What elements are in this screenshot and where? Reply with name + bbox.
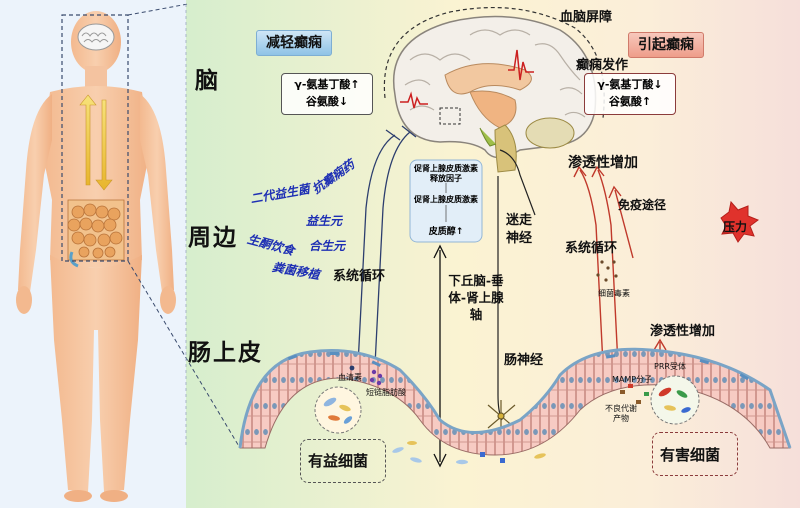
- good-bacteria-label: 有益细菌: [308, 452, 369, 470]
- gaba-down-text: γ-氨基丁酸↓: [597, 78, 663, 91]
- reduce-epilepsy-badge: 减轻癫痫: [256, 30, 332, 56]
- synbiotic-label: 合生元: [309, 239, 346, 253]
- bad-metabolites-label: 不良代谢产物: [605, 404, 637, 423]
- toxin-label: 细菌毒素: [598, 289, 630, 298]
- region-brain-label: 脑: [195, 68, 220, 94]
- hpa-box-bg: [409, 159, 483, 243]
- vagus-nerve-label: 迷走神经: [506, 213, 533, 246]
- scattered-microbes: [392, 441, 546, 465]
- scfa-molecules: [369, 369, 383, 386]
- prebiotic-label: 益生元: [306, 214, 343, 228]
- bbb-label: 血脑屏障: [560, 10, 613, 25]
- serotonin-dot: [349, 365, 355, 371]
- seizure-label: 癫痫发作: [576, 58, 629, 73]
- circulation-right-label: 系统循环: [565, 241, 618, 256]
- neurotransmitter-box-left: γ-氨基丁酸↑ 谷氨酸↓: [281, 73, 373, 115]
- cause-epilepsy-badge: 引起癫痫: [628, 32, 704, 58]
- neurotransmitter-box-right: γ-氨基丁酸↓ 谷氨酸↑: [584, 73, 676, 115]
- immune-pathway-label: 免疫途径: [618, 198, 667, 212]
- zoom-box-body: [61, 14, 129, 262]
- stress-label: 压力: [723, 220, 748, 234]
- toxin-dots: [596, 260, 618, 282]
- glu-down-text: 谷氨酸↓: [305, 95, 349, 108]
- gaba-up-text: γ-氨基丁酸↑: [294, 78, 360, 91]
- cortisol-text: 皮质醇↑: [428, 227, 464, 237]
- mamp-label: MAMP分子: [612, 375, 653, 384]
- hpa-axis-label: 下丘脑-垂体-肾上腺轴: [448, 273, 504, 322]
- brain-illustration: [383, 6, 605, 173]
- good-bacteria-box: [300, 439, 386, 483]
- scfa-label: 短链脂肪酸: [366, 388, 406, 397]
- circulation-left-label: 系统循环: [333, 269, 386, 284]
- stress-burst-shape: [720, 200, 760, 243]
- serotonin-label: 血清素: [338, 373, 362, 382]
- human-body-figure: [16, 11, 176, 502]
- acth-text: 促肾上腺皮质激素: [414, 195, 478, 204]
- crh-text: 促肾上腺皮质激素释放因子: [414, 164, 478, 183]
- region-periphery-label: 周边: [188, 225, 238, 251]
- good-bacteria-circle: [314, 386, 362, 434]
- gut-epithelium: [238, 347, 792, 456]
- mamp-pieces: [620, 384, 649, 404]
- enteric-nerve-label: 肠神经: [504, 353, 544, 368]
- circulation-lines-left: [357, 125, 417, 366]
- bad-bacteria-box: [652, 432, 738, 476]
- permeability-bottom-label: 渗透性增加: [650, 324, 716, 339]
- hpa-hormone-box: 促肾上腺皮质激素释放因子 促肾上腺皮质激素 皮质醇↑: [410, 160, 482, 242]
- circulation-arrows-right: [573, 165, 667, 366]
- bad-bacteria-label: 有害细菌: [660, 446, 721, 464]
- region-epithelium-label: 肠上皮: [188, 340, 263, 366]
- bad-bacteria-circle: [650, 375, 700, 425]
- permeability-top-label: 渗透性增加: [568, 155, 638, 171]
- glu-up-text: 谷氨酸↑: [608, 95, 652, 108]
- prr-label: PRR受体: [654, 362, 686, 371]
